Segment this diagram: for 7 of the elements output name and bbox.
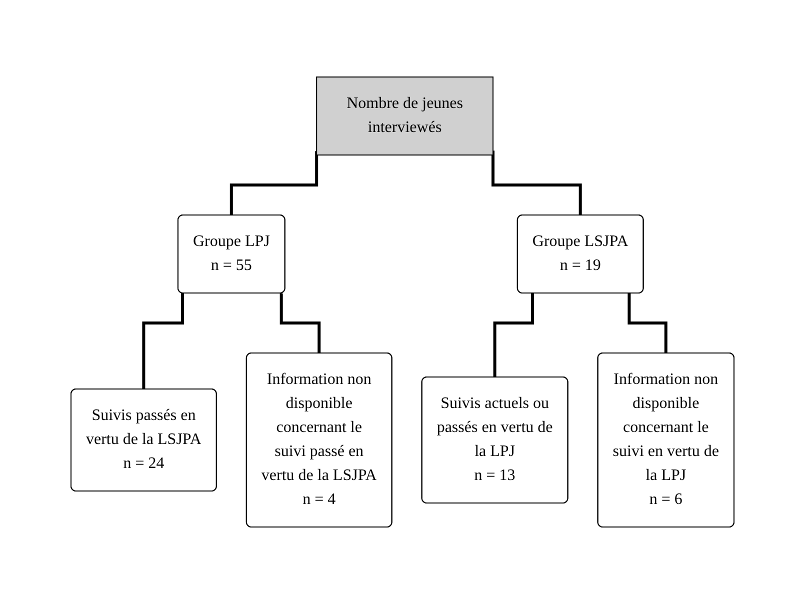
connector — [229, 150, 318, 216]
connector — [491, 150, 582, 216]
connector — [142, 292, 184, 390]
connector — [492, 293, 534, 378]
connector — [279, 292, 320, 354]
node-box: Nombre de jeunes interviewés — [316, 76, 493, 155]
connector — [627, 293, 668, 354]
